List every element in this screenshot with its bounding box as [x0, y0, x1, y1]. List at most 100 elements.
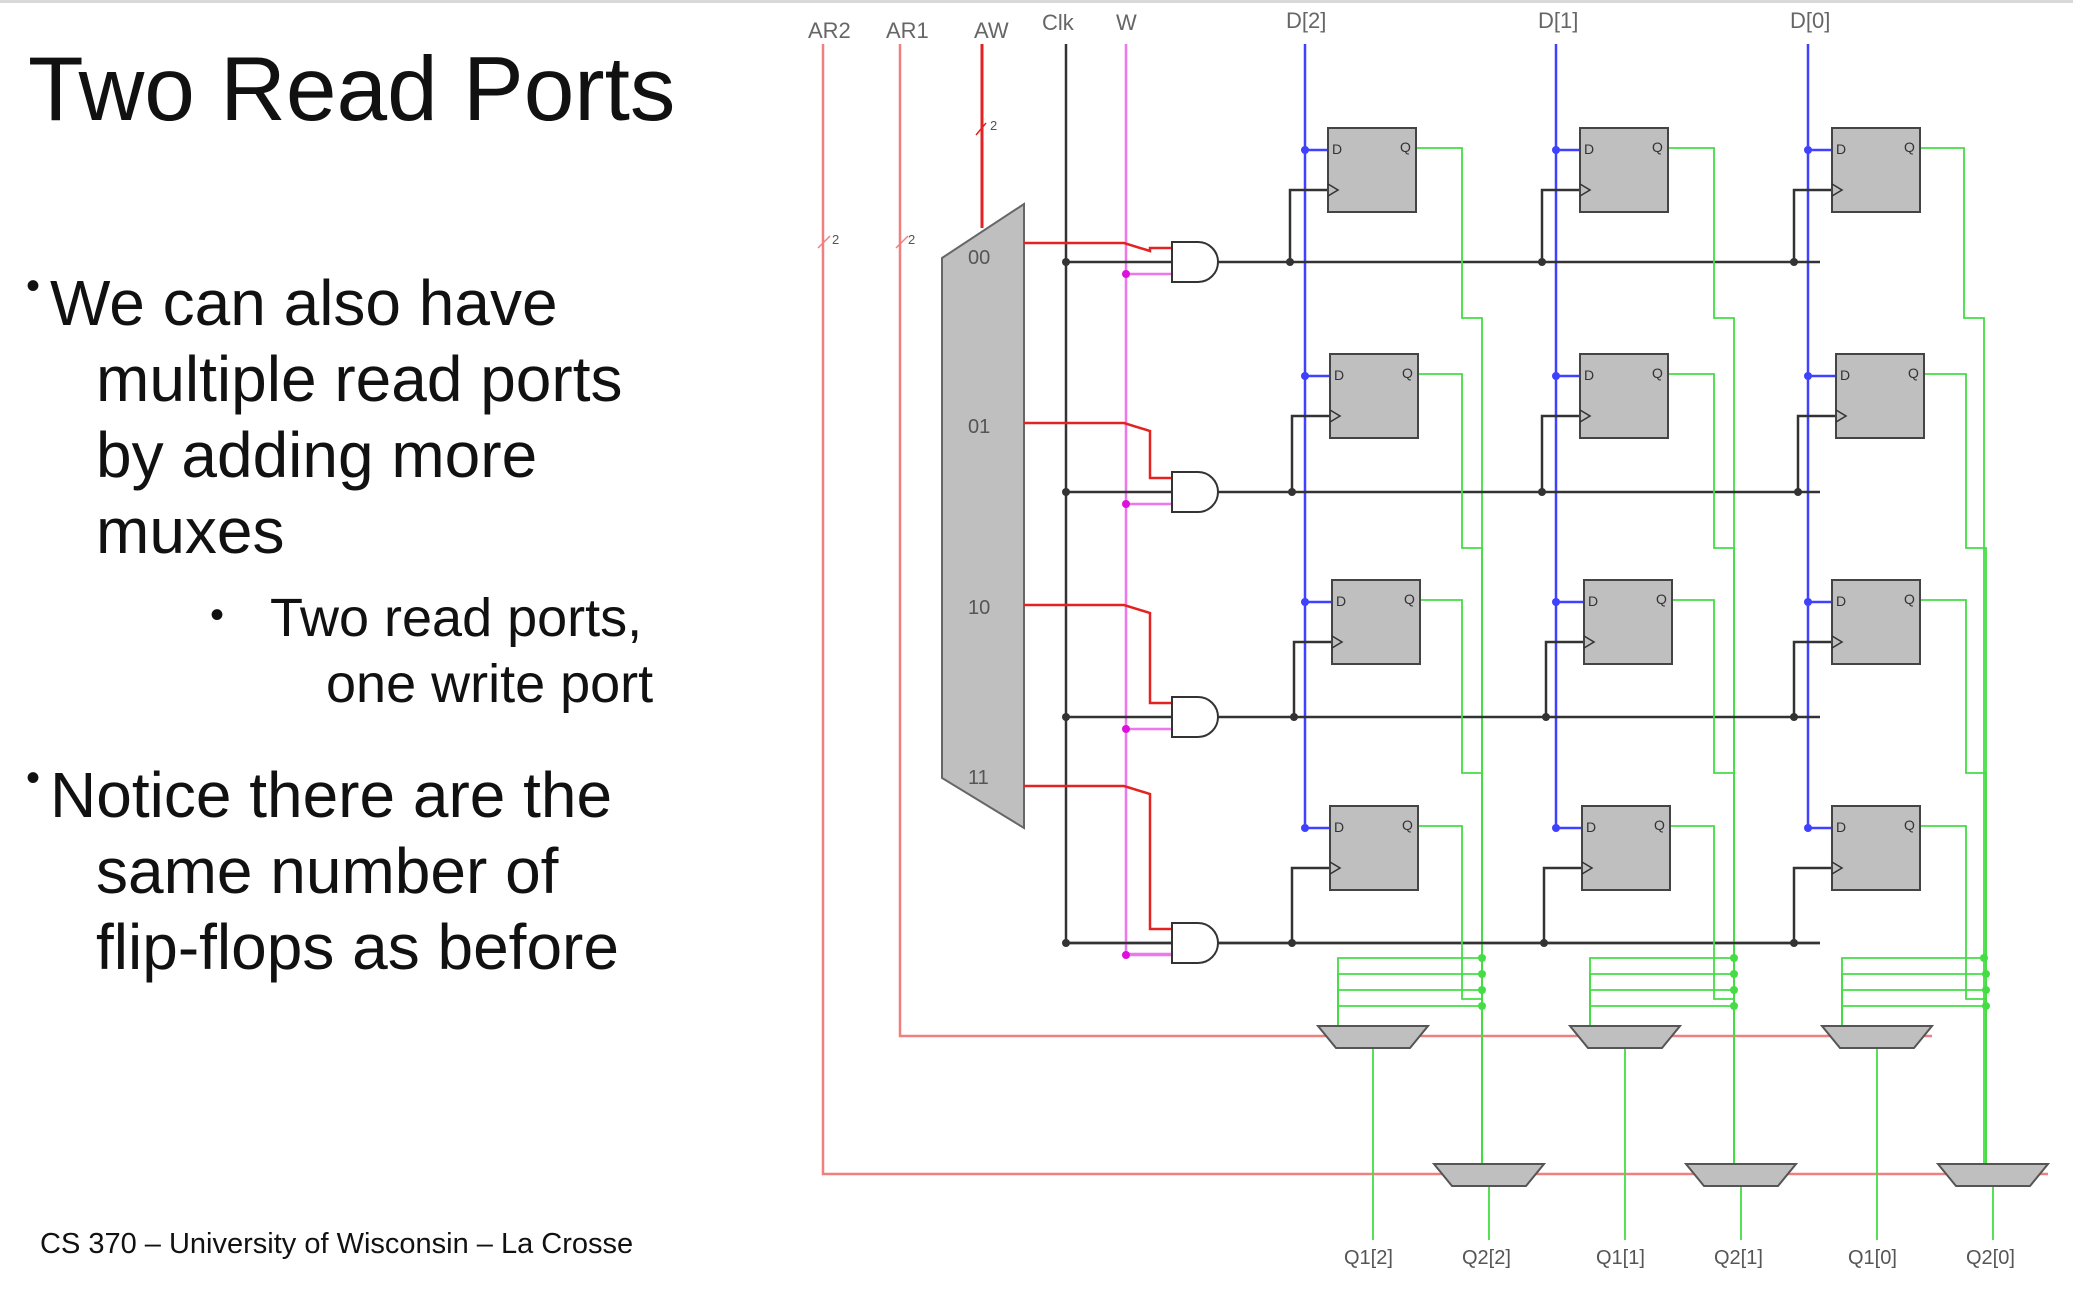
flip-flop-q-pin: Q [1904, 139, 1915, 155]
flip-flop-body [1331, 579, 1421, 665]
junction-dot [1301, 146, 1309, 154]
flip-flop-body [1583, 579, 1673, 665]
junction-dot [1286, 258, 1294, 266]
enable-to-clk [1792, 866, 1832, 943]
flip-flop-body [1835, 353, 1925, 439]
q-output [1416, 147, 1483, 1164]
flip-flop-body [1831, 127, 1921, 213]
top-border [0, 0, 2073, 3]
q-output [1920, 147, 1985, 1164]
junction-dot [1790, 939, 1798, 947]
junction-dot [1062, 488, 1070, 496]
junction-dot [1980, 954, 1988, 962]
decoder-out-1 [1024, 421, 1172, 480]
flip-flop-d-pin: D [1332, 141, 1342, 157]
flip-flop-q-pin: Q [1904, 591, 1915, 607]
slide-title: Two Read Ports [28, 39, 676, 140]
output-q1-0: Q1[0] [1848, 1247, 1897, 1269]
q-output [1418, 825, 1483, 1164]
decoder-out-0 [1024, 241, 1172, 253]
junction-dot [1478, 1002, 1486, 1010]
decoder-out-2 [1024, 603, 1172, 705]
junction-dot [1122, 951, 1130, 959]
write-decoder [941, 202, 1025, 830]
clock-pin-icon [1581, 861, 1594, 875]
clock-pin-icon [1331, 635, 1344, 649]
q-to-read-mux-1 [1841, 989, 1986, 1026]
q-to-read-mux-1 [1841, 1005, 1986, 1026]
flip-flop-q-pin: Q [1402, 365, 1413, 381]
junction-dot [1062, 939, 1070, 947]
read-mux-1 [1315, 1025, 1431, 1049]
output-q2-1: Q2[1] [1714, 1247, 1763, 1269]
clock-pin-icon [1579, 409, 1592, 423]
flip-flop-d-pin: D [1334, 367, 1344, 383]
and-gates [1171, 241, 1219, 964]
flip-flop-d-pin: D [1840, 367, 1850, 383]
label-ar1: AR1 [886, 18, 929, 43]
flip-flop-d-pin: D [1588, 593, 1598, 609]
junction-dot [1062, 713, 1070, 721]
q-output [1418, 373, 1483, 1164]
flip-flop-body [1831, 805, 1921, 891]
junction-dot [1288, 488, 1296, 496]
bullet-line: muxes [96, 495, 285, 567]
junction-dot [1122, 725, 1130, 733]
flip-flop-d-pin: D [1836, 141, 1846, 157]
junction-dot [1730, 970, 1738, 978]
label-ar2: AR2 [808, 18, 851, 43]
enable-to-clk [1540, 188, 1580, 262]
flip-flop-body [1581, 805, 1671, 891]
read-mux-1 [1819, 1025, 1935, 1049]
read-mux-1 [1567, 1025, 1683, 1049]
sub-bullet-line: •Two read ports, [210, 582, 653, 651]
label-d0: D[0] [1790, 8, 1830, 33]
junction-dot [1804, 598, 1812, 606]
junction-dot [1538, 258, 1546, 266]
flip-flop-q-pin: Q [1652, 139, 1663, 155]
sub-bullet-ports: •Two read ports, one write port [210, 582, 653, 717]
junction-dot [1301, 824, 1309, 832]
q-to-read-mux-1 [1841, 957, 1984, 1026]
q-to-read-mux-1 [1589, 1005, 1734, 1026]
bus-width-ar2: 2 [832, 232, 839, 247]
flip-flop-q-pin: Q [1654, 817, 1665, 833]
junction-dot [1552, 372, 1560, 380]
read-mux-2 [1935, 1163, 2051, 1187]
junction-dot [1290, 713, 1298, 721]
read-mux-2 [1683, 1163, 1799, 1187]
q-output [1920, 599, 1987, 1164]
and-gate-icon [1171, 241, 1219, 283]
decoder-label-01: 01 [968, 416, 990, 438]
output-q2-0: Q2[0] [1966, 1247, 2015, 1269]
bullet-line: •We can also have [26, 248, 622, 341]
enable-to-clk [1292, 640, 1332, 717]
label-w: W [1116, 10, 1137, 35]
enable-to-clk [1542, 866, 1582, 943]
output-labels: Q1[2] Q2[2] Q1[1] Q2[1] Q1[0] Q2[0] [1344, 1247, 2015, 1269]
flip-flop-body [1579, 353, 1669, 439]
junction-dot [1540, 939, 1548, 947]
label-clk: Clk [1042, 10, 1075, 35]
enable-to-clk [1288, 188, 1328, 262]
flip-flop-body [1327, 127, 1417, 213]
q-to-read-mux-1 [1589, 957, 1734, 1026]
junction-dot [1982, 1002, 1990, 1010]
bullet-same-flip-flops: •Notice there are the same number of fli… [26, 740, 619, 985]
enable-to-clk [1796, 414, 1836, 492]
clock-pin-icon [1831, 635, 1844, 649]
clock-pin-icon [1329, 409, 1342, 423]
decoder-out-3 [1024, 784, 1172, 931]
clock-pin-icon [1579, 183, 1592, 197]
junction-dot [1794, 488, 1802, 496]
q-to-read-mux-1 [1337, 973, 1482, 1026]
decoder-label-00: 00 [968, 247, 990, 269]
